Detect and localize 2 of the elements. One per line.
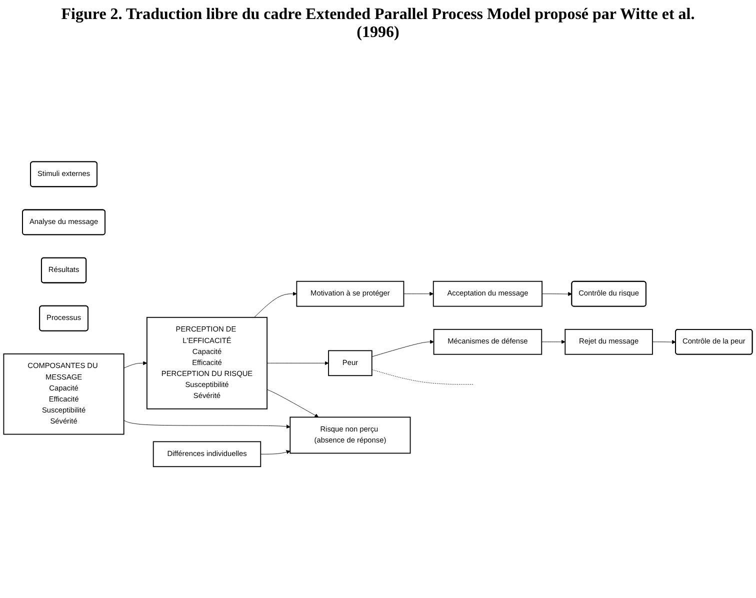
figure-title: Figure 2. Traduction libre du cadre Extended Parallel Process Model proposé par Witte et al. (1996)	[60, 6, 696, 42]
connector	[372, 369, 474, 384]
